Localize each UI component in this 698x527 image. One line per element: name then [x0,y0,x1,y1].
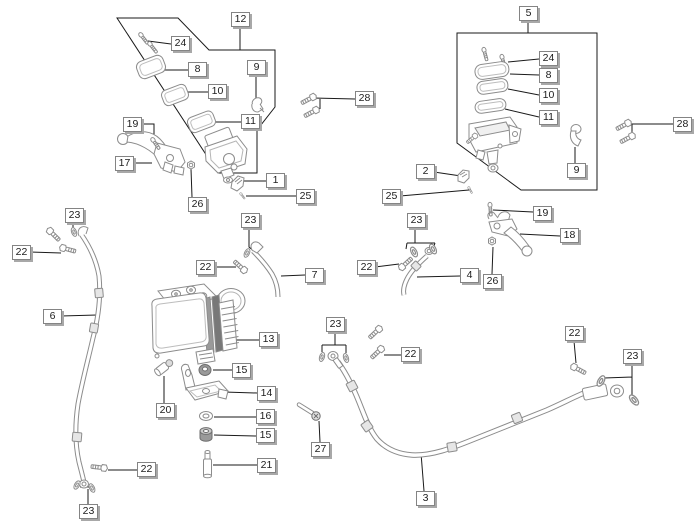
callout-22-4[interactable]: 22 [137,462,156,477]
callout-26-2[interactable]: 26 [483,274,502,289]
callout-3[interactable]: 3 [416,491,435,506]
abs-modulator-13 [151,283,246,365]
master-cylinder-5-right [468,116,522,173]
callout-15[interactable]: 15 [232,363,251,378]
callout-23-3[interactable]: 23 [65,208,84,223]
callout-21[interactable]: 21 [257,458,276,473]
brake-hose-6 [71,226,104,489]
callout-12[interactable]: 12 [231,12,250,27]
callout-13[interactable]: 13 [259,332,278,347]
callout-22-2[interactable]: 22 [196,260,215,275]
callout-22-6[interactable]: 22 [565,326,584,341]
callout-2[interactable]: 2 [416,164,435,179]
callout-9-2[interactable]: 9 [567,163,586,178]
bolt-27 [296,402,321,421]
washers-23-hose4 [408,242,439,259]
callout-5[interactable]: 5 [519,6,538,21]
banjo-bolts-22-hose3-left [366,323,387,361]
callout-4[interactable]: 4 [460,268,479,283]
callout-28[interactable]: 28 [355,91,374,106]
callout-23[interactable]: 23 [407,213,426,228]
group-12-outline [116,17,276,174]
callout-8[interactable]: 8 [188,62,207,77]
callout-8-2[interactable]: 8 [539,68,558,83]
callout-27[interactable]: 27 [311,442,330,457]
callout-17[interactable]: 17 [115,156,134,171]
washer-16 [199,411,213,421]
junction-1 [230,175,245,192]
banjo-bolt-22-hose3-right [568,362,588,377]
screw-25-left [238,191,246,200]
nut-26-left [187,160,195,170]
callout-23-6[interactable]: 23 [623,349,642,364]
spacer-20 [154,359,174,377]
callout-24[interactable]: 24 [171,36,190,51]
washer-23-hose7 [242,247,252,259]
callout-15-2[interactable]: 15 [256,428,275,443]
callout-26[interactable]: 26 [188,197,207,212]
brake-hose-3 [327,351,624,458]
callout-14[interactable]: 14 [257,386,276,401]
callout-10-2[interactable]: 10 [539,88,558,103]
washer-23-top-left [69,226,79,238]
diaphragm-11-left [186,110,216,134]
cap-plate-10-left [160,83,190,107]
callout-11[interactable]: 11 [241,114,260,129]
callout-23-4[interactable]: 23 [79,504,98,519]
callout-11-2[interactable]: 11 [539,110,558,125]
cap-screws-24-left [137,31,159,55]
callout-22-5[interactable]: 22 [401,347,420,362]
callout-22-3[interactable]: 22 [12,245,31,260]
callout-20[interactable]: 20 [156,403,175,418]
master-cylinder-12-left [204,126,248,184]
callout-25[interactable]: 25 [296,189,315,204]
clamp-9-right [569,124,582,147]
junction-2 [457,169,470,184]
callout-18[interactable]: 18 [560,228,579,243]
callout-19-2[interactable]: 19 [533,206,552,221]
callout-25-2[interactable]: 25 [382,189,401,204]
callout-23-2[interactable]: 23 [241,213,260,228]
nut-26-right [488,236,496,246]
reservoir-cap-8-right [474,61,510,80]
cap-plate-10-right [476,78,509,95]
brake-lever-18 [487,211,533,257]
callout-7[interactable]: 7 [305,268,324,283]
pin-21 [203,450,212,479]
brake-hose-7 [250,241,281,298]
grommet-15-top [198,364,212,376]
callout-9[interactable]: 9 [247,60,266,75]
callout-10[interactable]: 10 [208,84,227,99]
reservoir-cap-8-left [135,54,167,80]
callout-19[interactable]: 19 [123,117,142,132]
grommet-15-bottom [199,427,213,442]
mounting-bolts-28-left [299,92,322,120]
callout-24-2[interactable]: 24 [539,51,558,66]
brake-lever-17 [117,131,186,176]
brake-hose-4 [401,247,434,296]
leader-lines [29,21,673,504]
callout-1[interactable]: 1 [266,173,285,188]
banjo-bolt-22-bottom-left [90,462,109,473]
callout-23-5[interactable]: 23 [326,317,345,332]
clamp-9-left [251,97,265,113]
mounting-bolts-28-right [614,118,638,146]
diaphragm-11-right [474,98,507,114]
callout-6[interactable]: 6 [43,309,62,324]
callout-28-2[interactable]: 28 [673,117,692,132]
bracket-14 [181,363,229,401]
callout-22[interactable]: 22 [357,260,376,275]
group-5-outline [456,32,598,191]
callout-16[interactable]: 16 [256,409,275,424]
